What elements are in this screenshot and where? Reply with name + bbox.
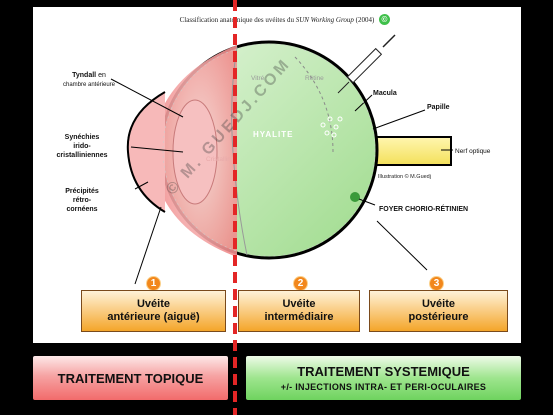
label-foyer: FOYER CHORIO-RÉTINIEN [379, 206, 469, 213]
label-nerf-optique: Nerf optique [455, 148, 491, 155]
number-badge-3: 3 [429, 276, 444, 291]
vitreous-particles [320, 116, 343, 138]
label-vitre: Vitré [251, 75, 265, 82]
number-badge-2: 2 [293, 276, 308, 291]
box-traitement-systemique: TRAITEMENT SYSTEMIQUE +/- INJECTIONS INT… [246, 356, 521, 400]
label-cristallin: Cristallin [206, 156, 231, 163]
label-retine: Rétine [305, 75, 324, 82]
number-badge-1: 1 [146, 276, 161, 291]
copyright-badge: © [379, 14, 390, 25]
label-tyndall: Tyndall en chambre antérieure [62, 72, 116, 88]
vitreous-base [162, 43, 376, 257]
box-traitement-topique: TRAITEMENT TOPIQUE [33, 356, 228, 400]
optic-nerve [368, 136, 452, 166]
chorioretinal-focus [350, 192, 360, 202]
illustration-credit: Illustration © M.Guedj [378, 174, 431, 180]
label-macula: Macula [373, 90, 397, 97]
cornea [126, 91, 166, 213]
eye-illustration [110, 34, 453, 285]
divider-dashed-line [233, 0, 237, 415]
lens [172, 99, 218, 205]
label-hyalite: HYALITE [253, 130, 294, 139]
diagram-panel: Classification anatomique des uvéites du… [33, 7, 521, 343]
label-papille: Papille [427, 104, 450, 111]
syringe [337, 34, 396, 94]
